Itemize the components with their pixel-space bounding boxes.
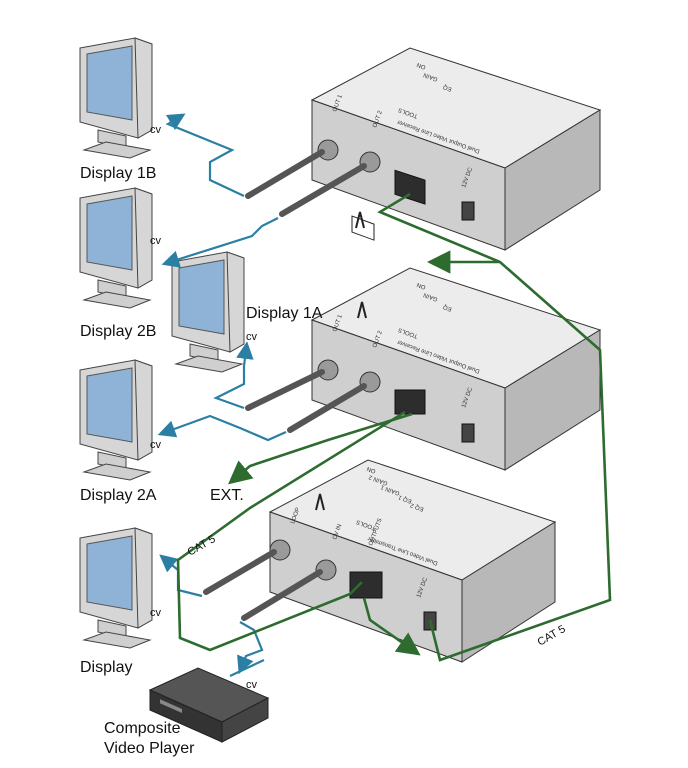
cat5-label-right: CAT 5 xyxy=(536,623,568,648)
cat5-cables xyxy=(176,192,612,662)
receiver-top-on-label: ON xyxy=(416,61,427,70)
kramer-logo-icon xyxy=(315,493,325,511)
receiver-unit-top: TOOLS Dual Output Video Line Receiver OU… xyxy=(310,47,602,251)
kramer-logo-icon xyxy=(357,301,367,319)
cv-label-2a: cv xyxy=(150,439,162,451)
transmitter-cv-in-label: CV IN xyxy=(332,524,343,541)
transmitter-on-label: ON xyxy=(366,465,377,474)
receiver-top-terminal-block xyxy=(394,169,426,205)
transmitter-loop-connector xyxy=(269,539,291,561)
receiver-top-gain-label: GAIN xyxy=(423,71,439,82)
player-label-line2: Video Player xyxy=(104,740,195,757)
display-1a-label: Display 1A xyxy=(246,305,323,322)
transmitter-terminal-block xyxy=(349,571,383,599)
transmitter-unit: TOOLS Dual Video Line Transmitter LOOP C… xyxy=(268,459,557,663)
cv-label-2b: cv xyxy=(150,235,162,247)
transmitter-eq2-label: EQ 2 xyxy=(409,501,425,512)
cv-label-player: cv xyxy=(246,679,258,691)
receiver-top-out1-label: OUT 1 xyxy=(332,94,344,113)
receiver-mid-power-jack xyxy=(461,423,475,443)
monitor-icon xyxy=(171,251,245,373)
kramer-logo-icon xyxy=(351,211,375,241)
bnc-cables xyxy=(203,149,367,621)
video-cables xyxy=(157,113,287,677)
receiver-mid-terminal-block xyxy=(394,389,426,415)
display-2b-label: Display 2B xyxy=(80,323,156,340)
receiver-mid-out2-label: OUT 2 xyxy=(372,330,384,349)
monitor-icon xyxy=(79,359,153,481)
monitor-icon xyxy=(79,37,153,159)
receiver-top-out1-connector xyxy=(317,139,339,161)
cv-label-1a: cv xyxy=(246,331,258,343)
monitor-icon xyxy=(79,527,153,649)
cv-label-display: cv xyxy=(150,607,162,619)
receiver-mid-out1-label: OUT 1 xyxy=(332,314,344,333)
display-1b-label: Display 1B xyxy=(80,165,156,182)
receiver-top-eq-label: EQ xyxy=(442,83,453,92)
cv-label-1b: cv xyxy=(150,124,162,136)
receiver-top-power-jack xyxy=(461,201,475,221)
display-2a-label: Display 2A xyxy=(80,487,157,504)
receiver-mid-eq-label: EQ xyxy=(442,303,453,312)
ext-label: EXT. xyxy=(210,487,244,504)
player-label-line1: Composite xyxy=(104,720,181,737)
receiver-mid-gain-label: GAIN xyxy=(423,291,439,302)
transmitter-cv-in-connector xyxy=(315,559,337,581)
cat5-label-left: CAT 5 xyxy=(186,533,218,558)
monitor-icon xyxy=(79,187,153,309)
receiver-mid-out1-connector xyxy=(317,359,339,381)
display-label: Display xyxy=(80,659,132,676)
receiver-unit-middle: TOOLS Dual Output Video Line Receiver OU… xyxy=(310,267,602,471)
receiver-top-out2-label: OUT 2 xyxy=(372,110,384,129)
transmitter-eq1-label: EQ 1 xyxy=(397,493,413,504)
video-player-icon xyxy=(148,667,270,743)
receiver-mid-on-label: ON xyxy=(416,281,427,290)
transmitter-loop-label: LOOP xyxy=(290,507,301,525)
